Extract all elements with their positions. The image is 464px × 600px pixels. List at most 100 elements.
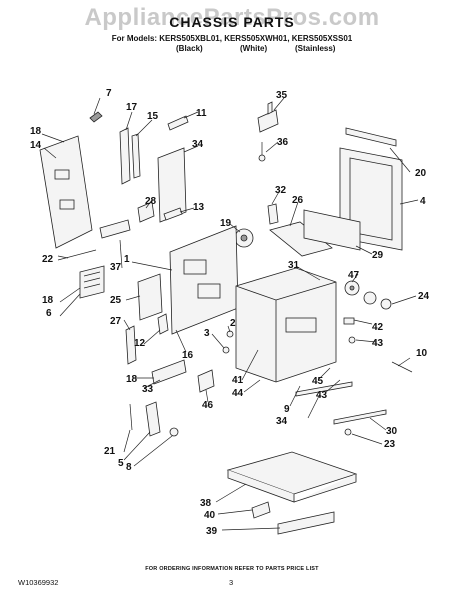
part-22-wire: [57, 249, 97, 261]
callout-5: 5: [118, 458, 124, 469]
finish-black: (Black): [176, 44, 203, 53]
part-20-vent-strip: [345, 127, 397, 147]
callout-8: 8: [126, 462, 132, 473]
part-19-fan: [234, 228, 254, 248]
callout-23: 23: [384, 439, 396, 450]
watermark-text: AppliancePartsPros.com: [84, 4, 380, 31]
part-40-bracket: [251, 501, 271, 519]
callout-31: 31: [288, 260, 300, 271]
callout-45: 45: [312, 376, 324, 387]
callout-43-upper: 43: [372, 338, 384, 349]
callout-24: 24: [418, 291, 430, 302]
part-30-rod: [333, 409, 387, 425]
models-line: For Models: KERS505XBL01, KERS505XWH01, …: [111, 34, 353, 43]
part-29-heat-shield: [303, 209, 361, 251]
part-15-bracket: [131, 133, 141, 179]
callout-40: 40: [204, 510, 216, 521]
callout-3: 3: [204, 328, 210, 339]
callout-47: 47: [348, 270, 360, 281]
callout-6: 6: [46, 308, 52, 319]
callout-29: 29: [372, 250, 384, 261]
callout-34-lower: 34: [276, 416, 288, 427]
part-37-connector: [99, 219, 131, 239]
callout-18-lower: 18: [126, 374, 138, 385]
finish-stainless: (Stainless): [295, 44, 336, 53]
page-number: 3: [229, 578, 234, 587]
callout-26: 26: [292, 195, 304, 206]
callout-15: 15: [147, 111, 159, 122]
part-8-bolt: [169, 427, 179, 437]
part-36-probe: [258, 142, 266, 162]
callout-10: 10: [416, 348, 428, 359]
part-31-oven-cavity: [235, 267, 337, 383]
callout-17: 17: [126, 102, 138, 113]
part-42-spacer: [343, 317, 355, 325]
callout-2: 2: [230, 318, 236, 329]
callout-11: 11: [196, 108, 207, 119]
callout-43-lower: 43: [316, 390, 328, 401]
callout-39: 39: [206, 526, 218, 537]
part-35-sensor-bracket: [257, 101, 279, 133]
part-11-bracket: [167, 115, 189, 131]
part-14-rear-panel: [39, 135, 93, 249]
part-17-bracket: [119, 127, 131, 185]
part-13-clip: [163, 207, 183, 221]
callout-30: 30: [386, 426, 398, 437]
callout-21: 21: [104, 446, 116, 457]
callout-25: 25: [110, 295, 122, 306]
callout-4: 4: [420, 196, 426, 207]
callout-36: 36: [277, 137, 289, 148]
callout-28: 28: [145, 196, 157, 207]
part-26-bracket-assembly: [269, 221, 333, 257]
part-6-vent-grille: [79, 265, 105, 299]
callout-16: 16: [182, 350, 194, 361]
part-34-side-bracket: [157, 147, 187, 223]
callout-27: 27: [110, 316, 122, 327]
part-23-screw: [344, 428, 352, 436]
part-3-screw: [222, 346, 230, 354]
callout-22: 22: [42, 254, 54, 265]
callout-42: 42: [372, 322, 384, 333]
part-28-block: [137, 201, 155, 223]
callout-1: 1: [124, 254, 130, 265]
callout-9: 9: [284, 404, 290, 415]
part-25-plate: [137, 273, 163, 321]
callout-37: 37: [110, 262, 122, 273]
page-title: CHASSIS PARTS: [169, 14, 295, 30]
callout-18-upper: 18: [30, 126, 42, 137]
callout-38: 38: [200, 498, 212, 509]
part-39-drawer-front: [277, 511, 335, 535]
callout-19: 19: [220, 218, 232, 229]
callout-46: 46: [202, 400, 214, 411]
callout-41: 41: [232, 375, 244, 386]
part-27-bracket: [125, 325, 137, 365]
part-7-clip: [89, 111, 103, 123]
part-1-chassis-frame: [169, 225, 239, 335]
callout-7: 7: [106, 88, 112, 99]
leader-lines: [41, 97, 419, 531]
part-32-terminal: [267, 203, 279, 225]
callout-13: 13: [193, 202, 205, 213]
part-21-hinge-screw: [129, 403, 133, 431]
part-12-latch: [157, 313, 169, 335]
callout-18-mid: 18: [42, 295, 54, 306]
part-47-knob: [344, 280, 360, 296]
part-5-hinge: [145, 401, 161, 437]
callout-44: 44: [232, 388, 244, 399]
ordering-note: FOR ORDERING INFORMATION REFER TO PARTS …: [145, 566, 319, 572]
callout-32: 32: [275, 185, 287, 196]
callout-20: 20: [415, 168, 427, 179]
callout-12: 12: [134, 338, 146, 349]
part-46-clip: [197, 369, 215, 393]
part-24-control-knob: [363, 291, 392, 310]
part-38-drawer-tray: [226, 451, 358, 503]
callout-33: 33: [142, 384, 154, 395]
callout-35: 35: [276, 90, 288, 101]
finish-white: (White): [240, 44, 268, 53]
document-number: W10369932: [18, 578, 59, 587]
callout-34-upper: 34: [192, 139, 204, 150]
part-10-wire: [391, 361, 413, 373]
part-43-screw: [348, 336, 356, 344]
callout-14: 14: [30, 140, 42, 151]
